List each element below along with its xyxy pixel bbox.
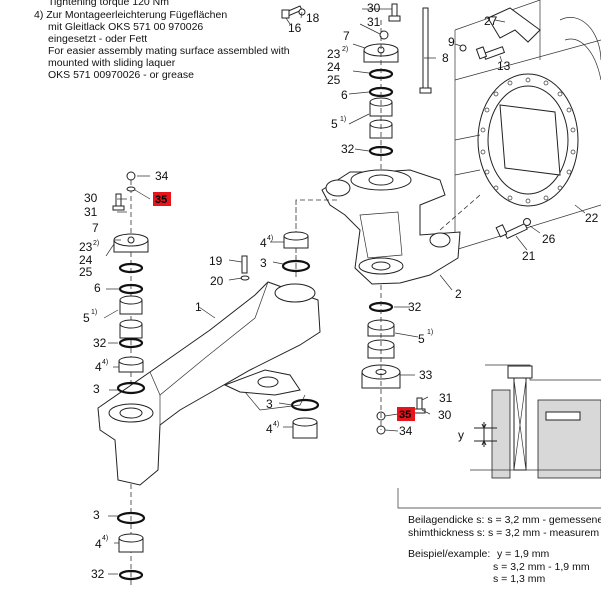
label-7-top: 7 xyxy=(343,29,350,43)
axis-line-5 xyxy=(439,194,481,231)
left-stack xyxy=(112,171,149,581)
shim-text-de: Beilagendicke s: s = 3,2 mm - gemessene xyxy=(408,514,601,526)
label-8: 8 xyxy=(442,51,449,65)
label-34-left: 34 xyxy=(155,169,169,183)
label-24-left: 24 xyxy=(79,253,93,267)
label-sup4-mid-low: 4) xyxy=(273,421,279,428)
label-sup2-top: 2) xyxy=(342,46,348,53)
label-32-bottom: 32 xyxy=(91,567,105,581)
section-detail xyxy=(470,364,601,479)
label-24-top: 24 xyxy=(327,60,341,74)
note-4-en-3: OKS 571 00970026 - or grease xyxy=(48,69,194,81)
note-4-de-3: eingesetzt - oder Fett xyxy=(48,33,148,45)
label-5-top: 5 xyxy=(331,117,338,131)
label-3-mid: 3 xyxy=(260,256,267,270)
note-4-de-2: mit Gleitlack OKS 571 00 970026 xyxy=(48,21,204,33)
label-31-left: 31 xyxy=(84,205,98,219)
label-23-top: 23 xyxy=(327,47,341,61)
kingpin-stack-lower-right xyxy=(361,301,426,435)
label-4-mid: 4 xyxy=(260,236,267,250)
label-25-left: 25 xyxy=(79,265,93,279)
label-13: 13 xyxy=(497,59,511,73)
label-35-left: 35 xyxy=(155,194,167,206)
label-32-top: 32 xyxy=(341,142,355,156)
label-23-left: 23 xyxy=(79,240,93,254)
label-sup1-left: 1) xyxy=(91,309,97,316)
clamp-27 xyxy=(487,7,541,43)
label-27: 27 xyxy=(484,14,498,28)
label-30-left: 30 xyxy=(84,191,98,205)
note-torque: Tightening torque 120 Nm xyxy=(48,0,170,8)
example-s-result: s = 1,3 mm xyxy=(493,573,546,585)
label-y: y xyxy=(458,428,464,442)
shim-bracket xyxy=(397,488,601,509)
callout-35-right: 35 xyxy=(397,407,415,421)
label-33: 33 xyxy=(419,368,433,382)
label-sup4-mid: 4) xyxy=(267,235,273,242)
label-7-left: 7 xyxy=(92,221,99,235)
label-6-left: 6 xyxy=(94,281,101,295)
example-y: y = 1,9 mm xyxy=(497,548,550,560)
label-30-right: 30 xyxy=(438,408,452,422)
label-1: 1 xyxy=(195,300,202,314)
note-4-en: For easier assembly mating surface assem… xyxy=(48,45,290,57)
callout-35-left: 35 xyxy=(153,192,171,206)
label-5-left: 5 xyxy=(83,311,90,325)
label-sup2-left: 2) xyxy=(93,240,99,247)
label-22: 22 xyxy=(585,211,599,225)
gear-housing xyxy=(454,0,601,251)
axle-beam-1 xyxy=(97,281,321,486)
label-sup1-top: 1) xyxy=(340,116,346,123)
label-19: 19 xyxy=(209,254,223,268)
label-21: 21 xyxy=(522,249,536,263)
label-4-left: 4 xyxy=(95,360,102,374)
label-26: 26 xyxy=(542,232,556,246)
bolt-13 xyxy=(459,44,506,60)
label-4-mid-low: 4 xyxy=(266,422,273,436)
middle-stack xyxy=(240,231,320,439)
stud-8 xyxy=(419,7,432,94)
label-5-right: 5 xyxy=(418,332,425,346)
label-34-right: 34 xyxy=(399,424,413,438)
label-35-right: 35 xyxy=(399,409,411,421)
label-6-top: 6 xyxy=(341,88,348,102)
label-4-bottom: 4 xyxy=(95,537,102,551)
shim-text-en: shimthickness s: s = 3,2 mm - measurem xyxy=(408,527,600,539)
label-32-left: 32 xyxy=(93,336,107,350)
label-sup1-right: 1) xyxy=(427,329,433,336)
label-31-right: 31 xyxy=(439,391,453,405)
steering-knuckle-2 xyxy=(321,169,461,285)
label-3-bottom: 3 xyxy=(93,508,100,522)
label-18: 18 xyxy=(306,11,320,25)
label-16: 16 xyxy=(288,21,302,35)
label-32-right: 32 xyxy=(408,300,422,314)
note-4-en-2: mounted with sliding laquer xyxy=(48,57,176,69)
label-sup4-left: 4) xyxy=(102,359,108,366)
label-20: 20 xyxy=(210,274,224,288)
label-31-top: 31 xyxy=(367,15,381,29)
leader-lines xyxy=(103,8,586,575)
label-25-top: 25 xyxy=(327,73,341,87)
example-label: Beispiel/example: xyxy=(408,548,491,560)
label-sup4-bottom: 4) xyxy=(102,535,108,542)
example-s-calc: s = 3,2 mm - 1,9 mm xyxy=(493,561,590,573)
label-3-left: 3 xyxy=(93,382,100,396)
note-4-de: 4) Zur Montageerleichterung Fügeflächen xyxy=(34,9,228,21)
label-30-top: 30 xyxy=(367,1,381,15)
label-2: 2 xyxy=(455,287,462,301)
bolt-21 xyxy=(495,218,531,240)
label-3-mid-low: 3 xyxy=(266,397,273,411)
label-9: 9 xyxy=(448,35,455,49)
